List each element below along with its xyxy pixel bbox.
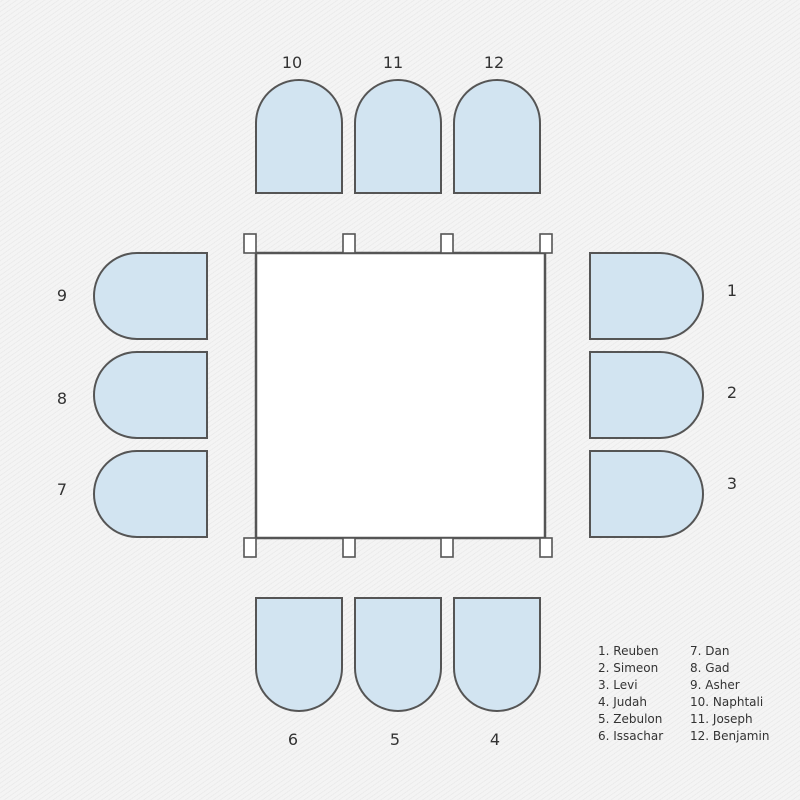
camp-6: 6 [255, 597, 343, 749]
tribe-seat [589, 351, 704, 439]
court-posts [243, 233, 553, 558]
camp-3: 3 [589, 450, 737, 538]
tribe-number: 6 [288, 730, 298, 749]
tribe-seat [453, 79, 541, 194]
tribe-number: 1 [727, 281, 737, 300]
tribe-seat [93, 351, 208, 439]
court-square [254, 251, 547, 540]
legend-right-column: 7. Dan 8. Gad 9. Asher 10. Naphtali 11. … [690, 644, 769, 743]
legend-entry: 8. Gad [690, 661, 730, 675]
tribe-number: 9 [57, 286, 67, 305]
tribe-seat [93, 450, 208, 538]
legend-entry: 2. Simeon [598, 661, 658, 675]
legend-entry: 3. Levi [598, 678, 638, 692]
legend-entry: 1. Reuben [598, 644, 659, 658]
legend-entry: 4. Judah [598, 695, 647, 709]
tribe-seat [354, 597, 442, 712]
tribe-number: 4 [490, 730, 500, 749]
tribe-seat [354, 79, 442, 194]
legend-entry: 12. Benjamin [690, 729, 769, 743]
tribe-number: 7 [57, 480, 67, 499]
camp-7: 7 [57, 450, 208, 538]
legend-entry: 11. Joseph [690, 712, 753, 726]
camp-2: 2 [589, 351, 737, 439]
tribe-seat [93, 252, 208, 340]
court-post [243, 537, 257, 558]
tribe-seat [255, 79, 343, 194]
camp-8: 8 [57, 351, 208, 439]
tribe-number: 10 [282, 53, 302, 72]
court-post [440, 537, 454, 558]
tribe-number: 12 [484, 53, 504, 72]
camp-12: 12 [453, 53, 541, 194]
camp-5: 5 [354, 597, 442, 749]
camp-11: 11 [354, 53, 442, 194]
tribe-number: 11 [383, 53, 403, 72]
tribe-seat [589, 252, 704, 340]
legend-entry: 9. Asher [690, 678, 740, 692]
legend: 1. Reuben 2. Simeon 3. Levi 4. Judah 5. … [598, 644, 769, 743]
tribe-number: 5 [390, 730, 400, 749]
camp-1: 1 [589, 252, 737, 340]
court-post [539, 233, 553, 254]
court-post [342, 537, 356, 558]
court-post [539, 537, 553, 558]
tribe-seat [255, 597, 343, 712]
tribe-number: 2 [727, 383, 737, 402]
camp-10: 10 [255, 53, 343, 194]
legend-left-column: 1. Reuben 2. Simeon 3. Levi 4. Judah 5. … [598, 644, 663, 743]
tribe-number: 8 [57, 389, 67, 408]
camp-4: 4 [453, 597, 541, 749]
legend-entry: 6. Issachar [598, 729, 663, 743]
court-post [243, 233, 257, 254]
tribe-seat [589, 450, 704, 538]
legend-entry: 5. Zebulon [598, 712, 662, 726]
tribe-seat [453, 597, 541, 712]
tribe-number: 3 [727, 474, 737, 493]
court-post [440, 233, 454, 254]
court-post [342, 233, 356, 254]
legend-entry: 7. Dan [690, 644, 729, 658]
legend-entry: 10. Naphtali [690, 695, 763, 709]
camp-9: 9 [57, 252, 208, 340]
central-court [243, 233, 553, 558]
